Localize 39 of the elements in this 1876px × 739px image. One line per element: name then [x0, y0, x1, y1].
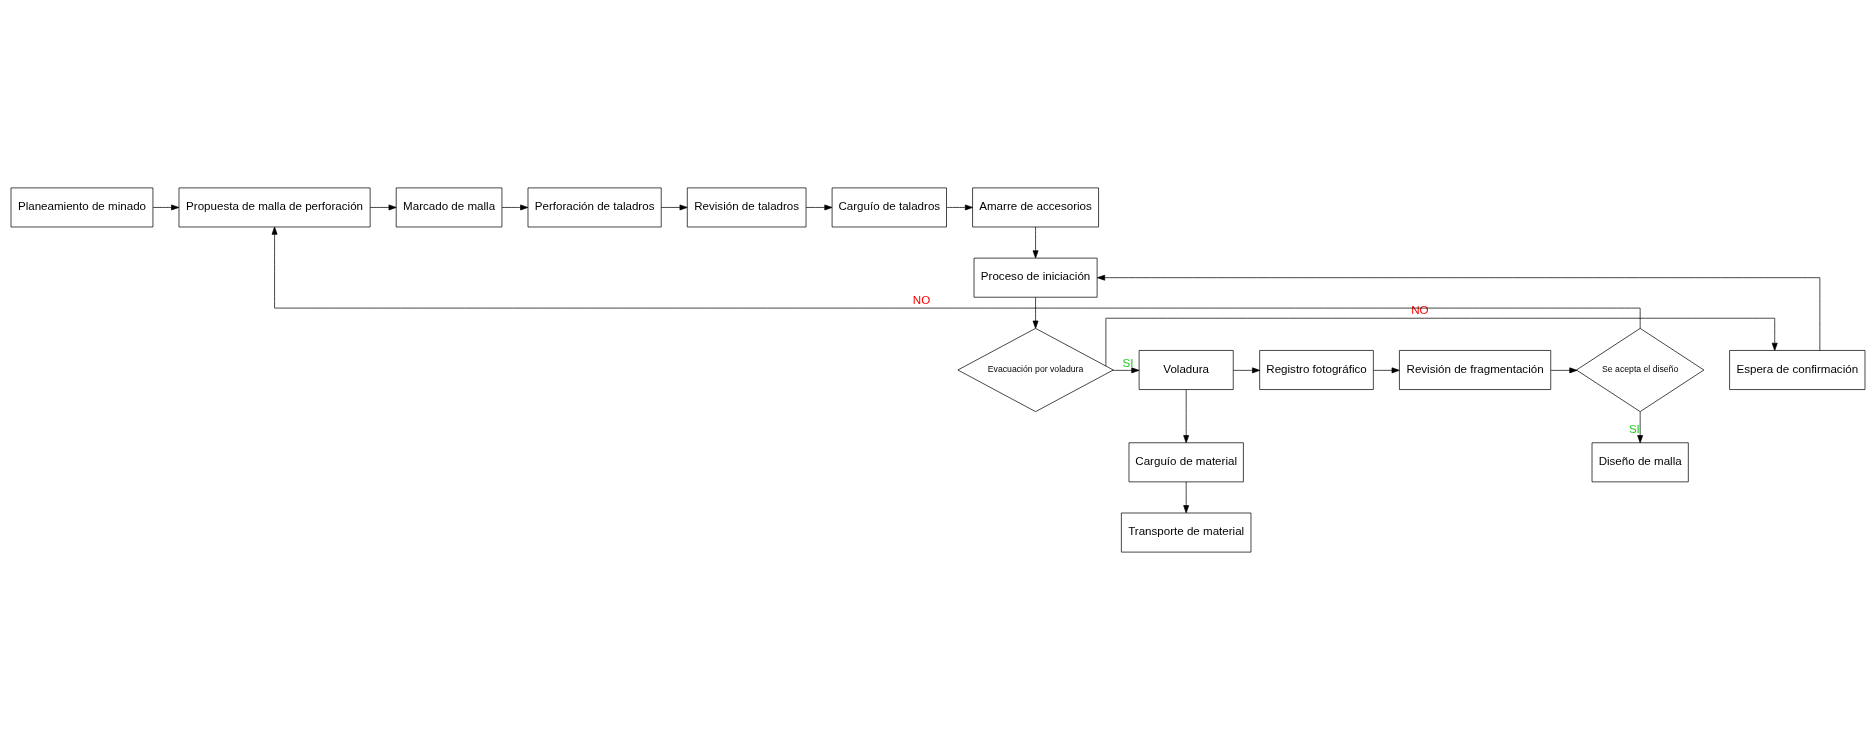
arrow: [369, 204, 397, 210]
edge-label: NO: [912, 293, 931, 306]
node-box: Revisión de taladros: [686, 187, 807, 227]
node-box: Revisión de fragmentación: [1399, 349, 1552, 390]
arrow: [1550, 366, 1578, 373]
arrow: [1183, 481, 1190, 513]
node-box: Marcado de malla: [395, 187, 503, 227]
arrow: [660, 204, 688, 210]
edge-label: NO: [1411, 303, 1429, 316]
arrow: [805, 204, 833, 210]
arrow: [1032, 226, 1039, 258]
node-box: Voladura: [1138, 349, 1234, 390]
node-diamond: Evacuación por voladura: [957, 327, 1114, 412]
edge-label: SI: [1628, 422, 1640, 435]
arrow: [946, 204, 973, 210]
node-box: Amarre de accesorios: [972, 187, 1099, 227]
node-box: Carguío de taladros: [831, 187, 947, 227]
arrow: [1637, 410, 1644, 443]
arrow: [1105, 317, 1778, 366]
node-box: Registro fotográfico: [1259, 349, 1374, 390]
node-box: Propuesta de malla de perforación: [178, 187, 371, 227]
arrow: [271, 226, 1641, 329]
node-box: Espera de confirmación: [1729, 349, 1866, 390]
edge-label: SI: [1122, 356, 1134, 369]
arrow: [1183, 388, 1190, 443]
node-box: Carguío de material: [1128, 441, 1244, 482]
node-box: Planeamiento de minado: [10, 187, 154, 227]
arrow: [152, 204, 180, 210]
arrow: [501, 204, 529, 210]
node-box: Proceso de iniciación: [973, 257, 1098, 298]
arrow: [1373, 366, 1400, 373]
arrow: [1233, 366, 1261, 373]
node-box: Perforación de taladros: [527, 187, 662, 227]
arrow: [1032, 296, 1039, 329]
node-box: Transporte de material: [1121, 512, 1252, 552]
node-diamond: Se acepta el diseño: [1576, 327, 1705, 412]
node-box: Diseño de malla: [1591, 441, 1689, 482]
arrow: [1112, 366, 1140, 373]
arrow: [1097, 274, 1821, 351]
